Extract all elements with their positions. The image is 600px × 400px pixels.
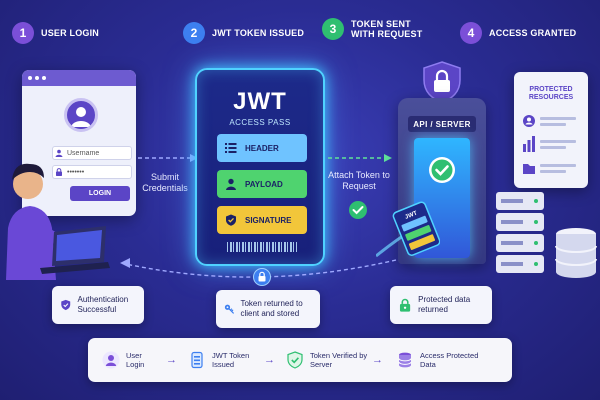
login-button[interactable]: LOGIN xyxy=(70,186,130,201)
person-icon xyxy=(226,178,236,190)
jwt-header-part: HEADER xyxy=(217,134,307,162)
step-3-header: 3 TOKEN SENT WITH REQUEST xyxy=(322,18,435,40)
protected-resources-panel: PROTECTED RESOURCES xyxy=(514,72,588,188)
jwt-signature-label: SIGNATURE xyxy=(245,215,292,225)
database-icon xyxy=(398,352,412,368)
submit-arrow xyxy=(138,154,198,162)
summary-item-user-login: User Login xyxy=(102,338,162,382)
summary-item-token-verified: Token Verified by Server xyxy=(286,338,368,382)
token-icon xyxy=(191,351,203,369)
step-4-header: 4 ACCESS GRANTED xyxy=(460,22,576,44)
jwt-signature-part: SIGNATURE xyxy=(217,206,307,234)
flying-token-card: JWT xyxy=(376,201,440,258)
protected-data-returned-text: Protected data returned xyxy=(418,295,471,314)
list-icon xyxy=(225,143,237,153)
login-avatar-icon xyxy=(64,98,98,132)
username-placeholder: Username xyxy=(67,149,100,157)
jwt-payload-label: PAYLOAD xyxy=(245,179,283,189)
authentication-successful-box: Authentication Successful xyxy=(52,286,144,324)
summary-user-login-text: User Login xyxy=(126,350,145,369)
user-field-icon xyxy=(55,149,63,157)
step-3-number: 3 xyxy=(322,18,344,40)
step-4-label: ACCESS GRANTED xyxy=(489,27,577,38)
step-3-label: TOKEN SENT WITH REQUEST xyxy=(351,18,423,39)
login-window-titlebar xyxy=(22,70,136,86)
login-window: Username ••••••• LOGIN xyxy=(22,70,136,216)
api-server-label: API / SERVER xyxy=(408,116,476,132)
jwt-title: JWT xyxy=(233,88,287,115)
step-2-number: 2 xyxy=(183,22,205,44)
key-icon xyxy=(224,304,234,314)
step-1-label: USER LOGIN xyxy=(41,27,100,38)
jwt-subtitle: ACCESS PASS xyxy=(229,118,291,127)
user-icon xyxy=(102,351,120,369)
summary-token-verified-text: Token Verified by Server xyxy=(310,350,368,369)
jwt-payload-part: PAYLOAD xyxy=(217,170,307,198)
lock-icon xyxy=(399,298,411,312)
submit-credentials-label: Submit Credentials xyxy=(142,172,188,193)
summary-jwt-issued-text: JWT Token Issued xyxy=(212,350,250,369)
verified-check-icon xyxy=(429,157,455,183)
attach-token-label: Attach Token to Request xyxy=(328,170,390,191)
step-2-header: 2 JWT TOKEN ISSUED xyxy=(183,22,304,44)
protected-data-returned-box: Protected data returned xyxy=(390,286,492,324)
svg-text:JWT: JWT xyxy=(404,210,418,220)
jwt-barcode xyxy=(227,242,297,252)
attach-token-arrow xyxy=(328,154,392,162)
padlock-icon xyxy=(253,268,271,286)
shield-check-icon xyxy=(287,351,303,369)
shield-check-icon xyxy=(226,214,236,226)
protected-resources-title: PROTECTED RESOURCES xyxy=(528,86,574,102)
token-returned-box: Token returned to client and stored xyxy=(216,290,320,328)
step-1-number: 1 xyxy=(12,22,34,44)
lock-shield-icon xyxy=(423,61,461,103)
summary-arrow-1: → xyxy=(166,354,177,366)
token-returned-text: Token returned to client and stored xyxy=(240,299,303,318)
lock-field-icon xyxy=(56,168,62,176)
summary-item-jwt-issued: JWT Token Issued xyxy=(188,338,262,382)
step-4-number: 4 xyxy=(460,22,482,44)
summary-access-data-text: Access Protected Data xyxy=(420,350,479,369)
summary-flow-bar: User Login → JWT Token Issued → Token Ve… xyxy=(88,338,512,382)
password-mask: ••••••• xyxy=(67,168,85,176)
password-field[interactable]: ••••••• xyxy=(52,165,132,179)
resources-list-icon xyxy=(523,115,576,174)
summary-item-access-data: Access Protected Data xyxy=(396,338,482,382)
step-2-label: JWT TOKEN ISSUED xyxy=(212,27,305,38)
return-arrow xyxy=(120,258,397,278)
jwt-header-label: HEADER xyxy=(245,143,279,153)
server-rack-database-illustration xyxy=(496,192,597,278)
step-1-header: 1 USER LOGIN xyxy=(12,22,99,44)
check-circle-icon xyxy=(349,201,367,219)
jwt-token-card: JWT ACCESS PASS HEADER PAYLOAD SIGNATURE xyxy=(195,68,325,266)
user-at-laptop-illustration xyxy=(6,163,110,280)
authentication-successful-text: Authentication Successful xyxy=(77,295,129,314)
username-field[interactable]: Username xyxy=(52,146,132,160)
summary-arrow-3: → xyxy=(372,354,383,366)
shield-check-icon xyxy=(61,299,71,311)
summary-arrow-2: → xyxy=(264,354,275,366)
